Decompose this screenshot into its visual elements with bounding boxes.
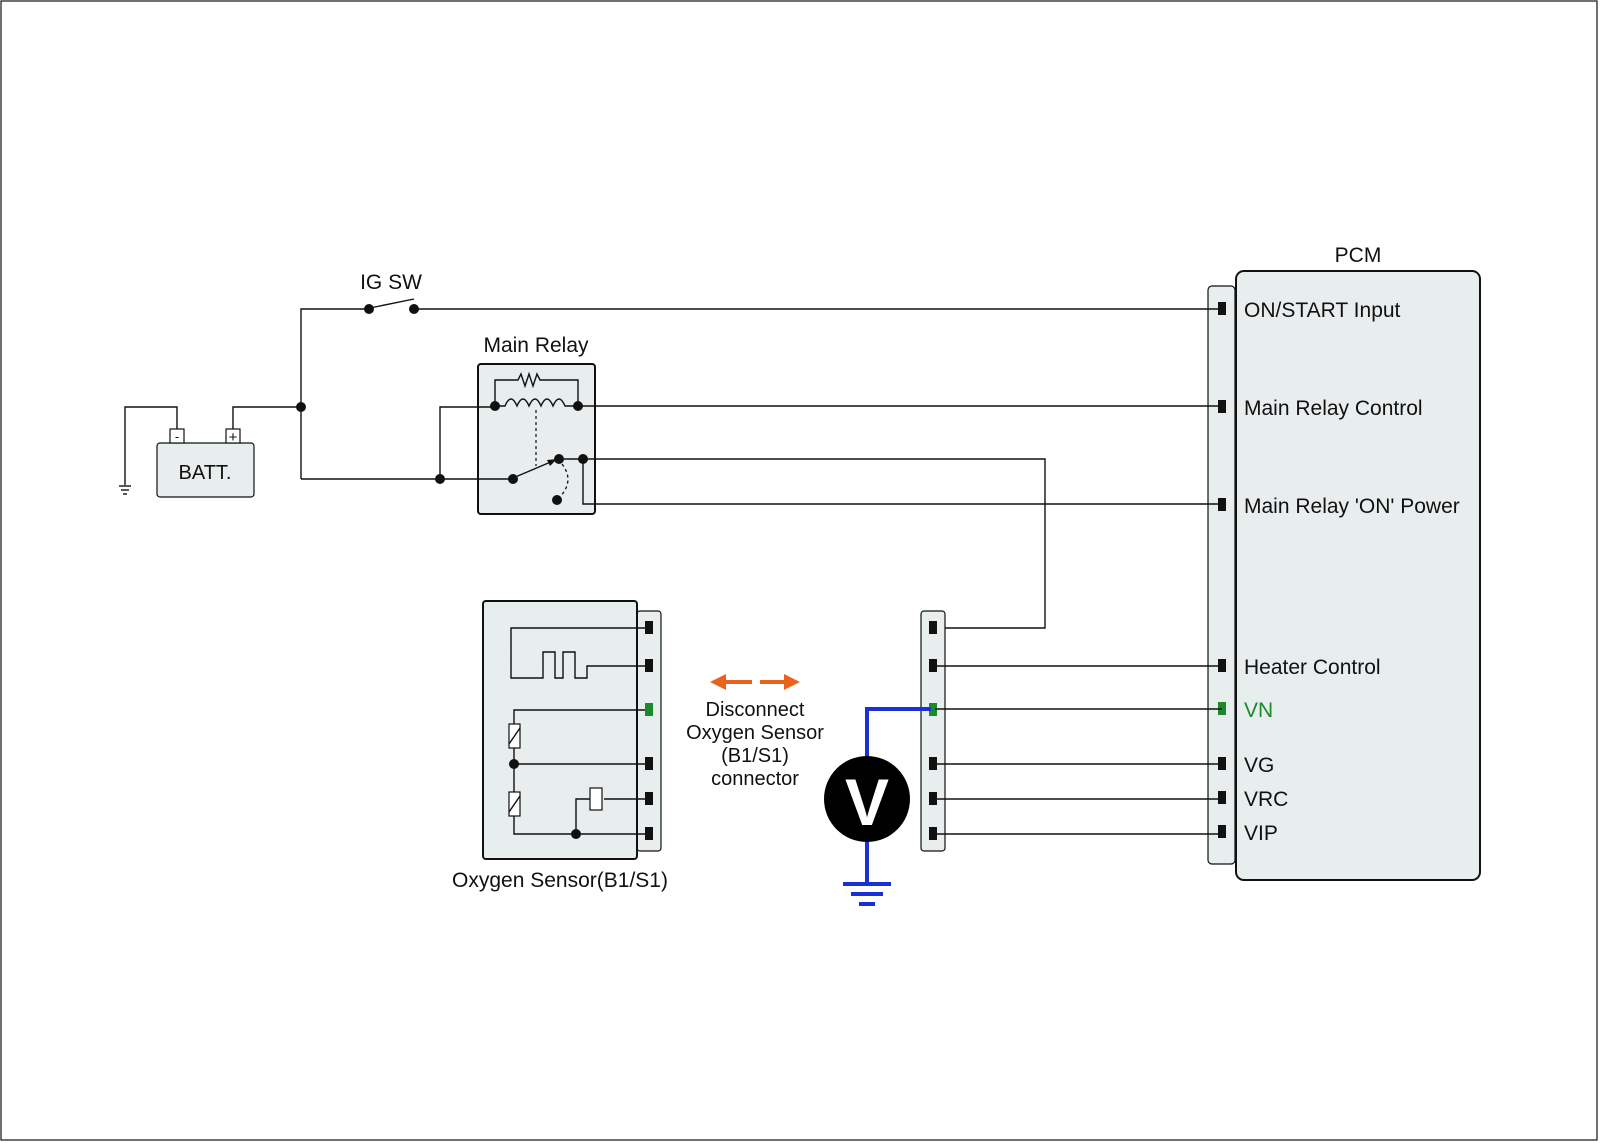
harness-pin xyxy=(929,827,937,840)
pin-label: VRC xyxy=(1244,788,1288,811)
pcm-pin-main-relay-control: Main Relay Control xyxy=(1218,397,1423,420)
instruction-line-4: connector xyxy=(711,768,799,790)
wire-relay-coil-feed xyxy=(439,406,495,479)
battery-box xyxy=(156,442,255,498)
instruction-line-1: Disconnect xyxy=(706,699,805,721)
pin-terminal xyxy=(1218,825,1226,838)
sensor-pin-highlight xyxy=(645,703,653,716)
oxygen-sensor-internals xyxy=(508,627,645,839)
voltmeter-symbol: V xyxy=(845,765,889,839)
ig-switch-label: IG SW xyxy=(360,271,422,294)
harness-pin-highlight xyxy=(929,703,937,716)
harness-pin xyxy=(929,792,937,805)
ground-icon xyxy=(119,485,131,495)
relay-terminal xyxy=(552,495,562,505)
voltmeter-icon xyxy=(824,756,910,842)
pcm-pin-vip: VIP xyxy=(1218,822,1278,845)
pcm-pin-on-start-input: ON/START Input xyxy=(1218,299,1401,322)
pin-label: VIP xyxy=(1244,822,1278,845)
pin-label-highlight: VN xyxy=(1244,699,1273,722)
sensor-pin xyxy=(645,827,653,840)
wire-main-relay-on-power xyxy=(582,459,1222,505)
wire-batt-minus xyxy=(124,406,178,485)
sensor-pin xyxy=(645,757,653,770)
harness-pin xyxy=(929,757,937,770)
pcm-pin-main-relay-on-power: Main Relay 'ON' Power xyxy=(1218,495,1460,518)
instruction-line-3: (B1/S1) xyxy=(721,745,789,767)
disconnect-arrows-icon xyxy=(710,674,800,690)
battery-minus-symbol: - xyxy=(175,429,179,444)
instruction-line-2: Oxygen Sensor xyxy=(686,722,824,744)
relay-terminal xyxy=(490,401,500,411)
sensor-pin xyxy=(645,792,653,805)
battery-minus-terminal xyxy=(169,428,185,444)
harness-pin xyxy=(929,621,937,634)
oxygen-sensor-label: Oxygen Sensor(B1/S1) xyxy=(452,869,668,892)
harness-pin xyxy=(929,659,937,672)
oxygen-sensor-connector-strip xyxy=(636,610,662,852)
pin-label: Heater Control xyxy=(1244,656,1381,679)
battery-plus-terminal xyxy=(225,428,241,444)
pin-label: Main Relay 'ON' Power xyxy=(1244,495,1460,518)
pin-label: ON/START Input xyxy=(1244,299,1401,322)
pcm-title: PCM xyxy=(1335,244,1382,267)
pcm-box xyxy=(1235,270,1481,881)
wire-bus-vertical xyxy=(300,308,369,479)
harness-connector-strip xyxy=(920,610,946,852)
pin-label: Main Relay Control xyxy=(1244,397,1423,420)
pcm-pin-vrc: VRC xyxy=(1218,788,1288,811)
measure-ground-icon xyxy=(843,882,891,906)
battery-label: BATT. xyxy=(179,462,232,484)
wire-batt-plus xyxy=(232,406,301,437)
battery-plus-symbol: + xyxy=(229,429,238,446)
pcm-connector-strip xyxy=(1207,285,1236,865)
relay-coil-icon xyxy=(494,371,579,466)
sensor-pin xyxy=(645,659,653,672)
pin-terminal xyxy=(1218,791,1226,804)
main-relay-label: Main Relay xyxy=(483,334,589,357)
oxygen-sensor-box xyxy=(482,600,638,860)
sensor-pin xyxy=(645,621,653,634)
wire-relay-to-heater xyxy=(583,458,1046,629)
pin-label: VG xyxy=(1244,754,1274,777)
